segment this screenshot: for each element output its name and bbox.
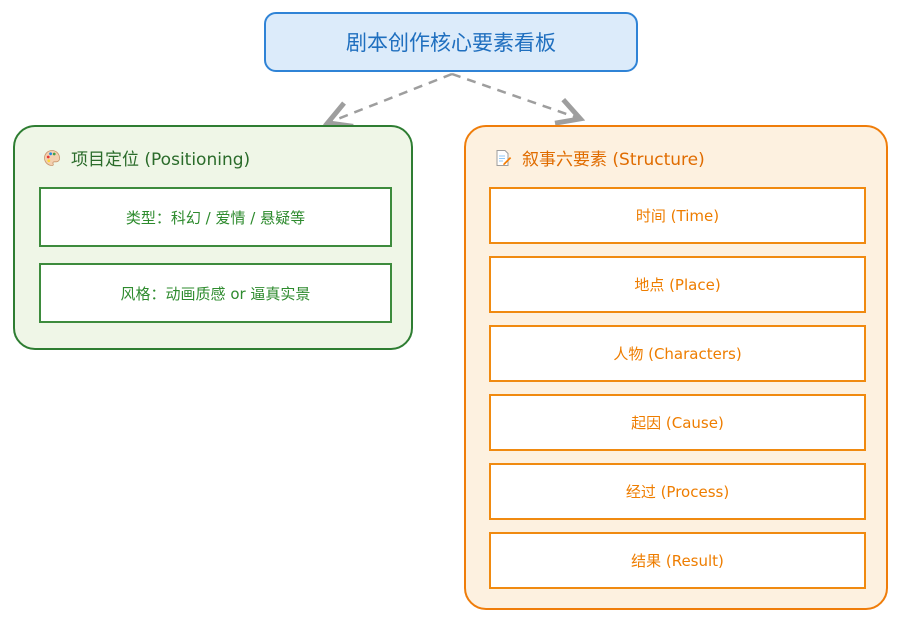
memo-icon xyxy=(494,149,512,167)
structure-item-place: 地点 (Place) xyxy=(489,256,866,313)
group-structure-header: 叙事六要素 (Structure) xyxy=(494,145,705,170)
palette-icon xyxy=(43,149,61,167)
root-title: 剧本创作核心要素看板 xyxy=(346,31,556,55)
positioning-item-genre: 类型：科幻 / 爱情 / 悬疑等 xyxy=(39,187,392,247)
group-positioning-header: 项目定位 (Positioning) xyxy=(43,145,250,170)
structure-item-time: 时间 (Time) xyxy=(489,187,866,244)
structure-item-cause: 起因 (Cause) xyxy=(489,394,866,451)
positioning-item-style: 风格：动画质感 or 逼真实景 xyxy=(39,263,392,323)
group-positioning-title: 项目定位 (Positioning) xyxy=(71,150,251,170)
edge-to-structure xyxy=(451,72,578,118)
group-positioning: 项目定位 (Positioning) 类型：科幻 / 爱情 / 悬疑等 风格：动… xyxy=(13,125,413,350)
group-structure-title: 叙事六要素 (Structure) xyxy=(522,150,705,170)
structure-item-characters: 人物 (Characters) xyxy=(489,325,866,382)
structure-item-result: 结果 (Result) xyxy=(489,532,866,589)
structure-item-process: 经过 (Process) xyxy=(489,463,866,520)
group-structure: 叙事六要素 (Structure) 时间 (Time) 地点 (Place) 人… xyxy=(464,125,888,610)
root-node: 剧本创作核心要素看板 xyxy=(264,12,638,72)
edge-to-positioning xyxy=(330,72,453,122)
